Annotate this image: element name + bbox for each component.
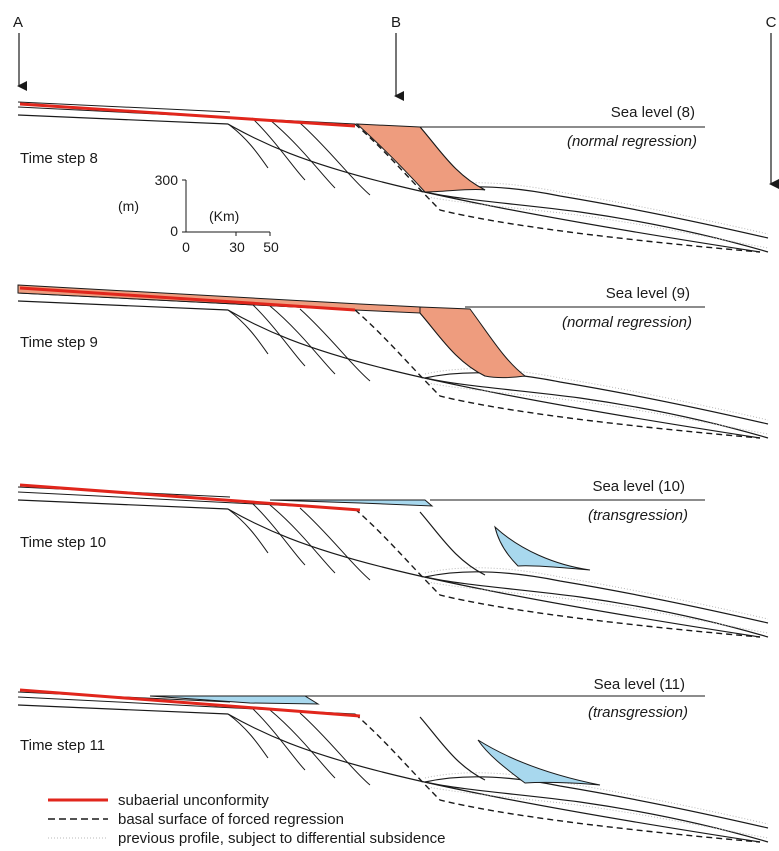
stage-label: (transgression) bbox=[588, 704, 688, 721]
legend-label-subaerial-unconformity: subaerial unconformity bbox=[118, 792, 269, 809]
panel-time-step-11: Sea level (11) (transgression) Time step… bbox=[17, 676, 769, 843]
stage-label: (normal regression) bbox=[567, 133, 697, 150]
highstand-topset-fill bbox=[17, 284, 421, 314]
well-b-label: B bbox=[391, 14, 401, 31]
scale-vertical-tick-0: 0 bbox=[170, 223, 178, 239]
sea-level-label: Sea level (11) bbox=[594, 676, 685, 693]
panel-time-step-9: Sea level (9) (normal regression) Time s… bbox=[17, 284, 769, 439]
well-c-label: C bbox=[766, 14, 777, 31]
sea-level-label: Sea level (9) bbox=[606, 285, 690, 302]
scale-horizontal-unit: (Km) bbox=[209, 208, 239, 224]
panel-time-step-10: Sea level (10) (transgression) Time step… bbox=[17, 478, 769, 638]
sea-level-label: Sea level (8) bbox=[611, 104, 695, 121]
time-step-label: Time step 10 bbox=[20, 534, 106, 551]
well-a: A bbox=[13, 14, 27, 91]
time-step-label: Time step 11 bbox=[20, 737, 105, 754]
legend: subaerial unconformity basal surface of … bbox=[48, 792, 445, 847]
scale-horizontal-tick-0: 0 bbox=[182, 239, 190, 255]
subaerial-unconformity-line bbox=[19, 483, 361, 512]
scale-horizontal-tick-30: 30 bbox=[229, 239, 245, 255]
well-a-label: A bbox=[13, 14, 23, 31]
scale-horizontal-tick-50: 50 bbox=[263, 239, 279, 255]
highstand-wedge-fill bbox=[355, 123, 486, 193]
time-step-label: Time step 8 bbox=[20, 150, 98, 167]
legend-label-basal-surface: basal surface of forced regression bbox=[118, 811, 344, 828]
highstand-wedge-fill bbox=[419, 306, 527, 378]
scale-vertical-tick-300: 300 bbox=[155, 172, 179, 188]
sea-level-label: Sea level (10) bbox=[592, 478, 685, 495]
transgressive-toe-fill bbox=[477, 739, 601, 786]
subaerial-unconformity-line bbox=[19, 286, 356, 312]
panel-time-step-8: Sea level (8) (normal regression) Time s… bbox=[17, 101, 769, 253]
well-c: C bbox=[766, 14, 779, 189]
transgressive-topset-fill bbox=[269, 499, 434, 507]
scale-vertical-unit: (m) bbox=[118, 198, 139, 214]
legend-label-previous-profile: previous profile, subject to differentia… bbox=[118, 830, 445, 847]
time-step-label: Time step 9 bbox=[20, 334, 98, 351]
stage-label: (transgression) bbox=[588, 507, 688, 524]
stage-label: (normal regression) bbox=[562, 314, 692, 331]
subaerial-unconformity-line bbox=[19, 688, 361, 718]
subaerial-unconformity-line bbox=[19, 102, 356, 128]
transgressive-topset-fill bbox=[149, 695, 320, 705]
well-b: B bbox=[391, 14, 404, 101]
transgressive-toe-fill bbox=[494, 525, 591, 571]
scale-bar: (m) 300 0 (Km) 0 30 50 bbox=[118, 172, 279, 255]
